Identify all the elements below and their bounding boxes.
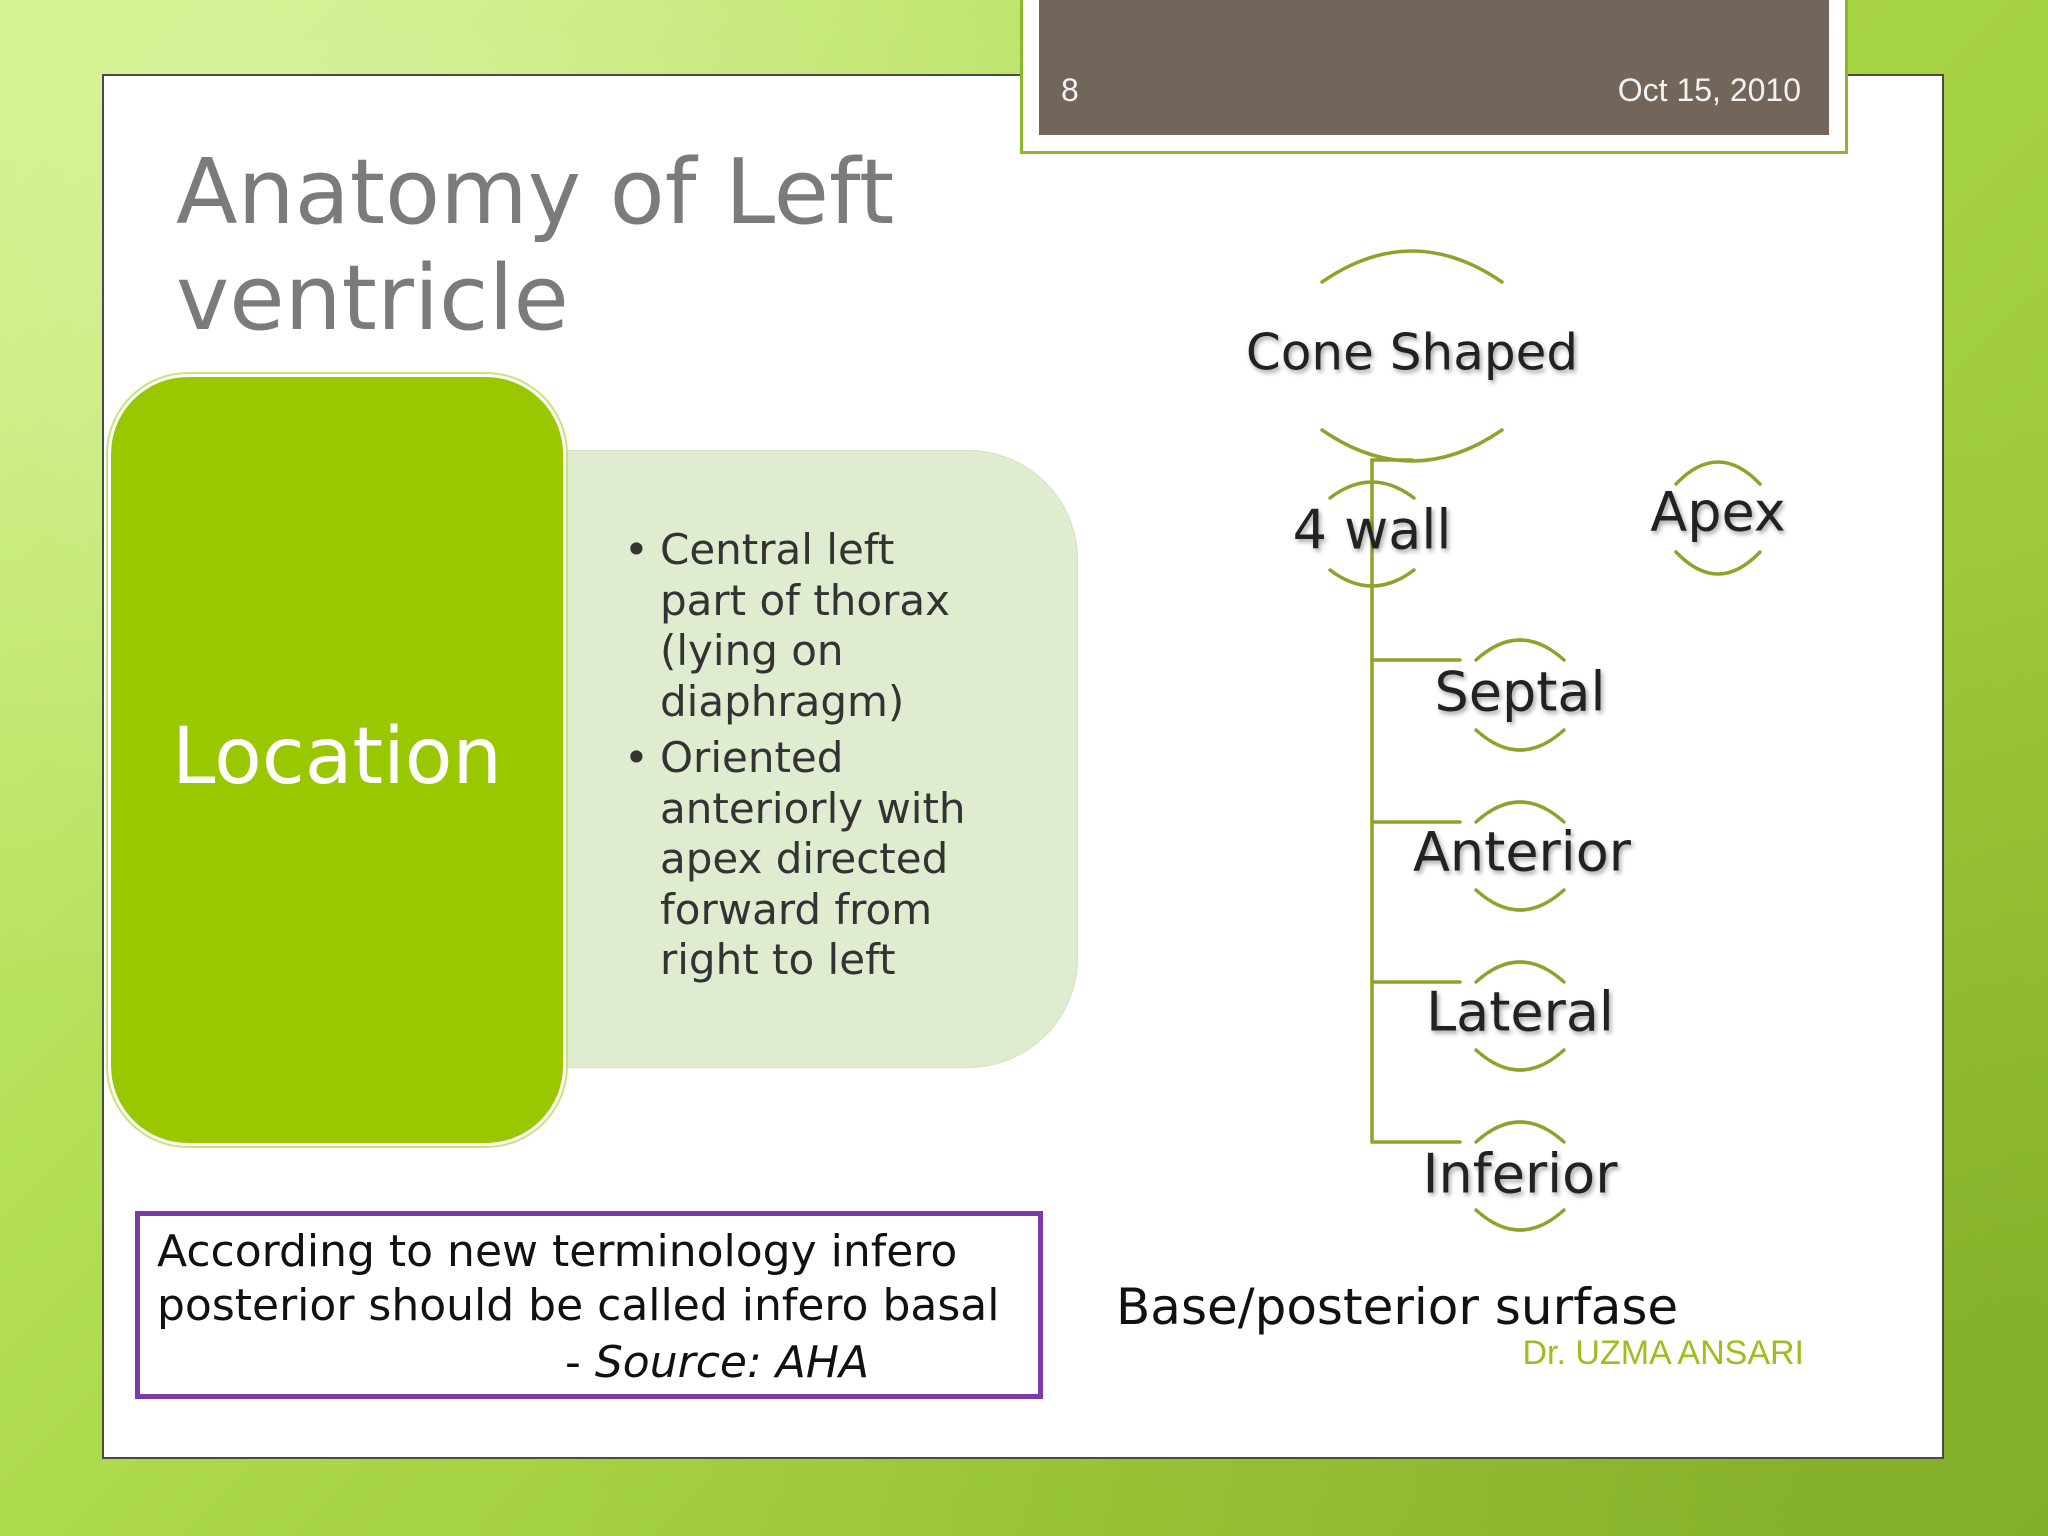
base-surface-caption: Base/posterior surfase — [1116, 1278, 1679, 1336]
bullet-line: Oriented — [660, 733, 844, 782]
bullet-line: Central left — [660, 525, 895, 574]
bullet-dot-icon: • — [624, 733, 649, 782]
slide-title-line-2: ventricle — [176, 246, 569, 351]
location-bullet-item: • Central left part of thorax (lying on … — [620, 525, 1040, 727]
note-source: - Source: AHA — [565, 1337, 869, 1388]
header-bar — [1039, 0, 1829, 135]
note-line-1: According to new terminology infero — [157, 1226, 958, 1277]
location-bullet-list: • Central left part of thorax (lying on … — [620, 525, 1040, 992]
bullet-line: anteriorly with — [660, 783, 966, 833]
slide-number: 8 — [1061, 72, 1079, 108]
slide-title-line-1: Anatomy of Left — [176, 140, 895, 245]
bullet-line: apex directed — [660, 834, 949, 883]
bullet-dot-icon: • — [624, 525, 649, 574]
location-detail-panel — [520, 450, 1078, 1068]
location-label: Location — [172, 712, 502, 802]
bullet-line: (lying on — [660, 626, 844, 675]
note-line-2: posterior should be called infero basal — [157, 1280, 1000, 1331]
bullet-line: forward from — [660, 884, 933, 934]
location-bullet-item: • Oriented anteriorly with apex directed… — [620, 733, 1040, 986]
slide-title: Anatomy of Left ventricle — [176, 140, 996, 352]
bullet-line: right to left — [660, 935, 896, 984]
bullet-line: diaphragm) — [660, 676, 905, 726]
terminology-note-box — [135, 1211, 1043, 1399]
slide-date: Oct 15, 2010 — [1617, 72, 1801, 108]
note-source-text: Source: AHA — [594, 1337, 870, 1388]
note-source-prefix: - — [565, 1337, 595, 1388]
author-credit: Dr. UZMA ANSARI — [1522, 1334, 1805, 1372]
location-box — [108, 374, 566, 1146]
bullet-line: part of thorax — [660, 575, 950, 625]
